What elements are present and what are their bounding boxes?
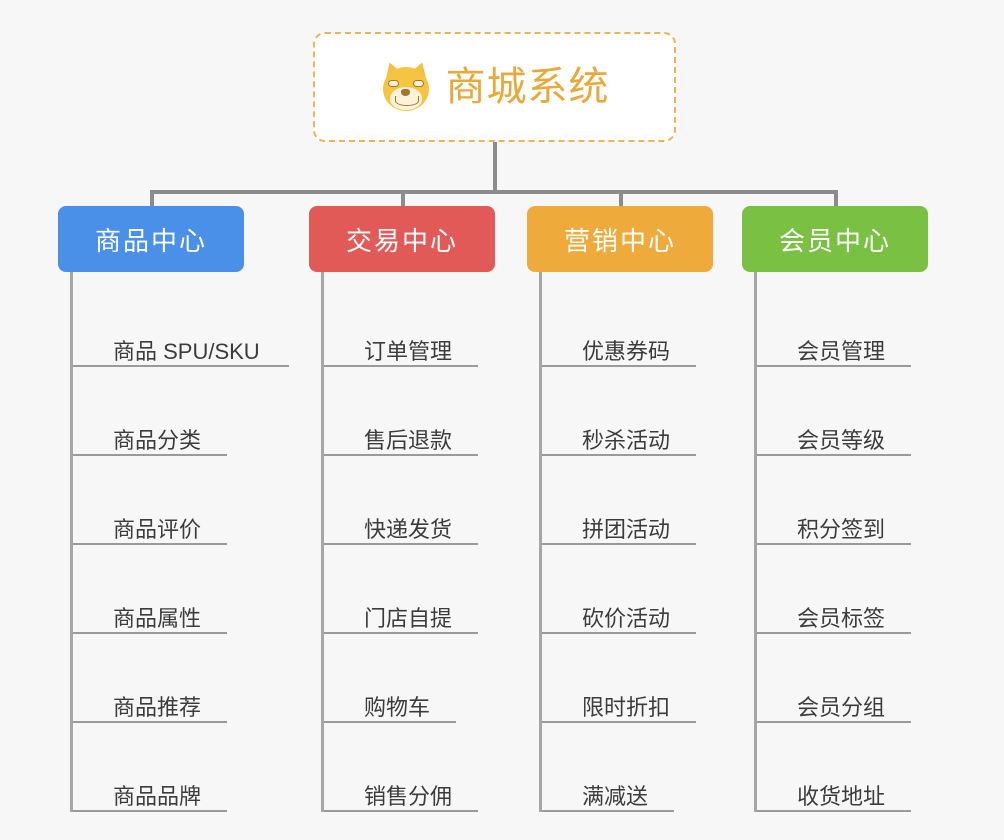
leaf-label: 商品推荐 [113,695,202,720]
leaf-list-trade: 订单管理 售后退款 快递发货 门店自提 购物车 [321,272,495,812]
connector-horizontal-bus [150,190,838,194]
connector-drop-3 [619,190,623,208]
list-item[interactable]: 商品品牌 [73,723,244,812]
list-item[interactable]: 商品属性 [73,545,244,634]
category-header-product[interactable]: 商品中心 [58,206,244,272]
category-header-label: 营销中心 [563,225,676,256]
leaf-underline [757,810,911,812]
category-column-member: 会员中心 会员管理 会员等级 积分签到 会员标签 [742,206,928,812]
connector-root-stem [493,142,497,193]
leaf-label: 积分签到 [797,517,886,542]
leaf-underline [73,632,227,634]
leaf-underline [757,365,911,367]
leaf-underline [73,721,227,723]
list-item[interactable]: 销售分佣 [324,723,495,812]
leaf-label: 商品属性 [113,606,202,631]
category-header-marketing[interactable]: 营销中心 [527,206,713,272]
leaf-label: 会员等级 [797,428,886,453]
connector-drop-2 [401,190,405,208]
leaf-underline [324,365,478,367]
leaf-label: 满减送 [582,784,649,809]
list-item[interactable]: 售后退款 [324,367,495,456]
leaf-label: 限时折扣 [582,695,671,720]
connector-drop-1 [150,190,154,208]
leaf-underline [73,365,289,367]
leaf-label: 订单管理 [364,339,453,364]
leaf-label: 销售分佣 [364,784,453,809]
list-item[interactable]: 商品评价 [73,456,244,545]
root-node[interactable]: 商城系统 [313,32,676,142]
category-header-label: 商品中心 [94,225,207,256]
leaf-label: 收货地址 [797,784,886,809]
leaf-label: 商品评价 [113,517,202,542]
leaf-label: 售后退款 [364,428,453,453]
leaf-underline [542,810,674,812]
leaf-label: 商品分类 [113,428,202,453]
leaf-underline [542,365,696,367]
leaf-underline [542,454,696,456]
leaf-underline [324,632,478,634]
list-item[interactable]: 秒杀活动 [542,367,713,456]
list-item[interactable]: 购物车 [324,634,495,723]
leaf-label: 商品品牌 [113,784,202,809]
leaf-label: 砍价活动 [582,606,671,631]
leaf-underline [324,721,456,723]
shiba-dog-face-icon [380,59,432,113]
category-header-label: 会员中心 [778,225,891,256]
category-column-marketing: 营销中心 优惠券码 秒杀活动 拼团活动 砍价活动 [527,206,713,812]
leaf-underline [757,543,911,545]
leaf-underline [324,810,478,812]
leaf-underline [73,454,227,456]
list-item[interactable]: 砍价活动 [542,545,713,634]
list-item[interactable]: 会员标签 [757,545,928,634]
list-item[interactable]: 收货地址 [757,723,928,812]
list-item[interactable]: 订单管理 [324,278,495,367]
leaf-underline [324,543,478,545]
leaf-underline [324,454,478,456]
leaf-list-product: 商品 SPU/SKU 商品分类 商品评价 商品属性 商品推荐 [70,272,289,812]
leaf-label: 秒杀活动 [582,428,671,453]
leaf-label: 会员管理 [797,339,886,364]
connector-drop-4 [834,190,838,208]
leaf-underline [73,543,227,545]
leaf-underline [542,632,696,634]
leaf-label: 会员分组 [797,695,886,720]
root-title: 商城系统 [445,65,610,109]
category-header-trade[interactable]: 交易中心 [309,206,495,272]
leaf-underline [542,543,696,545]
list-item[interactable]: 满减送 [542,723,713,812]
leaf-label: 购物车 [364,695,431,720]
category-column-trade: 交易中心 订单管理 售后退款 快递发货 门店自提 [309,206,495,812]
leaf-label: 拼团活动 [582,517,671,542]
list-item[interactable]: 拼团活动 [542,456,713,545]
leaf-underline [757,721,911,723]
leaf-label: 门店自提 [364,606,453,631]
list-item[interactable]: 优惠券码 [542,278,713,367]
list-item[interactable]: 会员分组 [757,634,928,723]
leaf-label: 商品 SPU/SKU [113,339,260,364]
list-item[interactable]: 快递发货 [324,456,495,545]
leaf-label: 快递发货 [364,517,453,542]
list-item[interactable]: 限时折扣 [542,634,713,723]
leaf-underline [757,454,911,456]
category-header-label: 交易中心 [345,225,458,256]
list-item[interactable]: 会员等级 [757,367,928,456]
category-column-product: 商品中心 商品 SPU/SKU 商品分类 商品评价 商品属性 [58,206,289,812]
list-item[interactable]: 会员管理 [757,278,928,367]
category-header-member[interactable]: 会员中心 [742,206,928,272]
leaf-underline [542,721,696,723]
list-item[interactable]: 门店自提 [324,545,495,634]
leaf-list-member: 会员管理 会员等级 积分签到 会员标签 会员分组 [754,272,928,812]
list-item[interactable]: 商品分类 [73,367,244,456]
leaf-label: 优惠券码 [582,339,671,364]
leaf-list-marketing: 优惠券码 秒杀活动 拼团活动 砍价活动 限时折扣 [539,272,713,812]
list-item[interactable]: 商品推荐 [73,634,244,723]
list-item[interactable]: 商品 SPU/SKU [73,278,289,367]
leaf-underline [73,810,227,812]
leaf-label: 会员标签 [797,606,886,631]
leaf-underline [757,632,911,634]
list-item[interactable]: 积分签到 [757,456,928,545]
